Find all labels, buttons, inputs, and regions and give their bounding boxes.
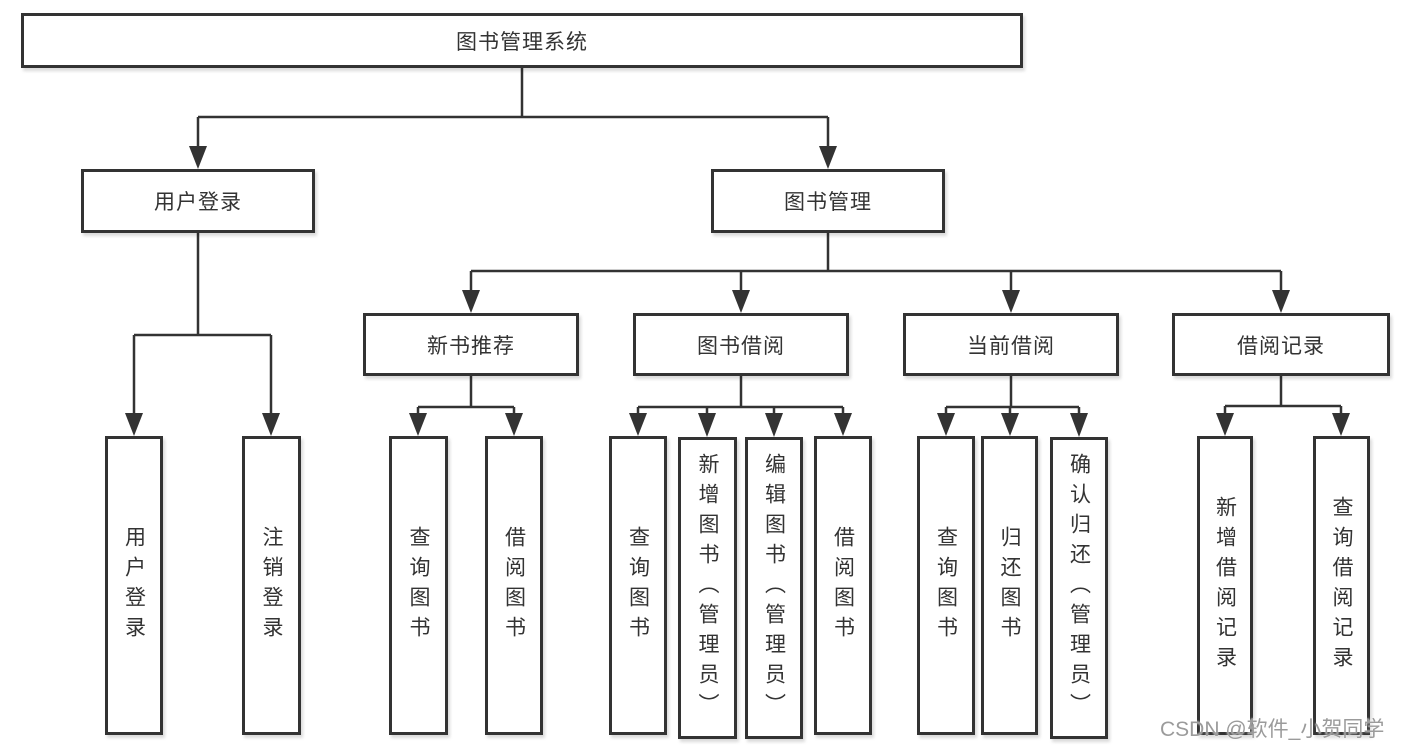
node-current-borrowing: 当前借阅 bbox=[903, 313, 1119, 376]
node-label: 新增借阅记录 bbox=[1213, 495, 1237, 676]
node-book-management: 图书管理 bbox=[711, 169, 945, 233]
node-label: 查询图书 bbox=[407, 525, 430, 646]
node-label: 图书管理系统 bbox=[456, 30, 588, 54]
node-label: 查询图书 bbox=[626, 525, 650, 646]
node-label: 当前借阅 bbox=[967, 334, 1055, 358]
node-nb-borrow-books: 借阅图书 bbox=[485, 436, 543, 735]
node-label: 编辑图书（管理员） bbox=[762, 453, 786, 723]
csdn-watermark: CSDN @软件_小贺同学 bbox=[1160, 718, 1385, 741]
node-bb-query-books: 查询图书 bbox=[609, 436, 667, 735]
node-label: 归还图书 bbox=[998, 525, 1021, 646]
node-br-query-record: 查询借阅记录 bbox=[1313, 436, 1370, 735]
node-new-book-recommend: 新书推荐 bbox=[363, 313, 579, 376]
arrowheads bbox=[125, 146, 1350, 437]
node-bb-borrow-books: 借阅图书 bbox=[814, 436, 872, 735]
node-book-borrowing: 图书借阅 bbox=[633, 313, 849, 376]
node-borrowing-records: 借阅记录 bbox=[1172, 313, 1390, 376]
node-nb-query-books: 查询图书 bbox=[389, 436, 448, 735]
connector-paths bbox=[132, 68, 1343, 415]
node-library-management-system: 图书管理系统 bbox=[21, 13, 1023, 68]
node-cb-confirm-return-admin: 确认归还（管理员） bbox=[1050, 437, 1108, 739]
node-label: 借阅图书 bbox=[831, 525, 855, 646]
node-cb-query-books: 查询图书 bbox=[917, 436, 975, 735]
node-label: 图书管理 bbox=[784, 191, 872, 214]
node-label: 用户登录 bbox=[122, 525, 146, 646]
node-label: 查询借阅记录 bbox=[1330, 495, 1353, 676]
node-label: 借阅图书 bbox=[502, 525, 526, 646]
node-bb-edit-books-admin: 编辑图书（管理员） bbox=[745, 437, 803, 739]
node-label: 新书推荐 bbox=[427, 334, 515, 358]
node-label: 借阅记录 bbox=[1237, 334, 1325, 358]
node-label: 图书借阅 bbox=[697, 334, 785, 358]
node-label: 确认归还（管理员） bbox=[1067, 453, 1091, 723]
node-label: 用户登录 bbox=[154, 191, 242, 214]
node-cb-return-books: 归还图书 bbox=[981, 436, 1038, 735]
node-bb-add-books-admin: 新增图书（管理员） bbox=[678, 437, 737, 739]
node-user-login: 用户登录 bbox=[81, 169, 315, 233]
node-user-login-leaf: 用户登录 bbox=[105, 436, 163, 735]
node-label: 新增图书（管理员） bbox=[696, 453, 719, 723]
node-label: 注销登录 bbox=[260, 525, 283, 646]
node-br-add-record: 新增借阅记录 bbox=[1197, 436, 1253, 735]
node-logout: 注销登录 bbox=[242, 436, 301, 735]
node-label: 查询图书 bbox=[934, 525, 958, 646]
